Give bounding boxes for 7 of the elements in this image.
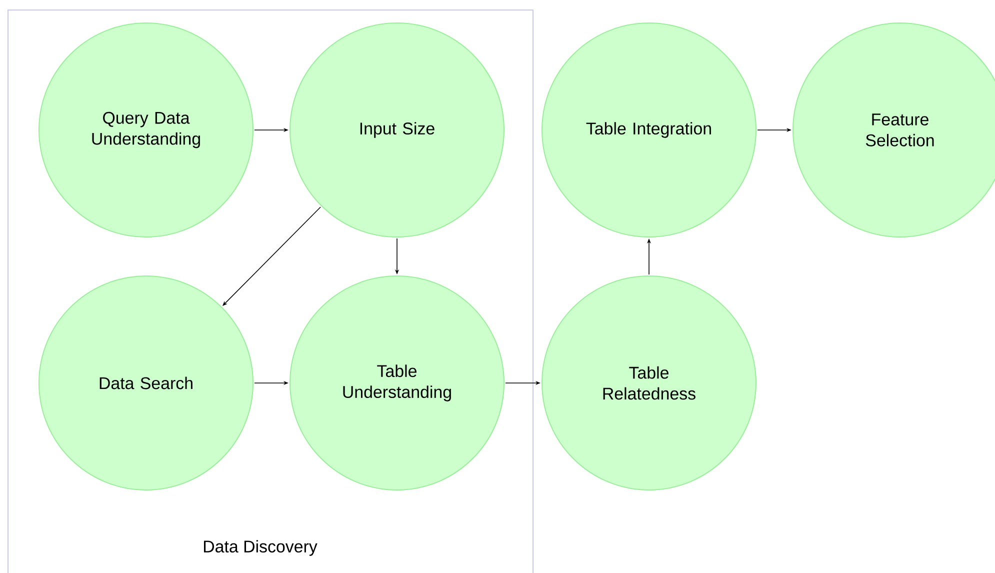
circle-node: Table Understanding [290,276,504,490]
circle-node: Query Data Understanding [38,22,254,238]
circle-node: Table Integration [542,22,756,238]
circle-node: Data Search [38,276,254,490]
circle-node: Input Size [290,22,504,238]
circle-node: Feature Selection [792,22,995,238]
circle-node: Table Relatedness [542,276,756,490]
